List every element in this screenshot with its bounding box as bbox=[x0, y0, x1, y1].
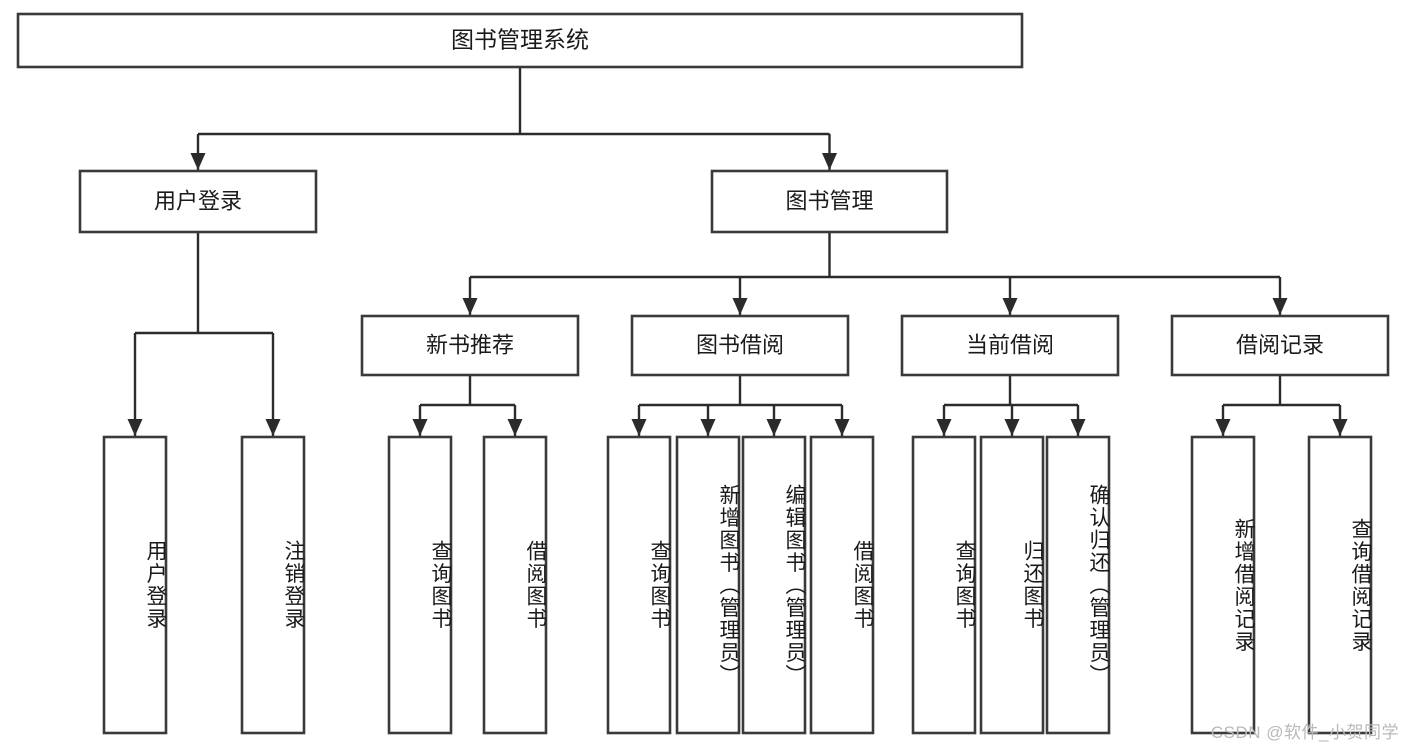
node-box-leaf-user-login[interactable] bbox=[102, 435, 168, 735]
arrow-leaf-borrow-book-2 bbox=[834, 419, 850, 436]
node-box-leaf-query-book-2[interactable] bbox=[606, 435, 672, 735]
node-box-book-manage[interactable] bbox=[710, 169, 949, 234]
node-box-user-login[interactable] bbox=[78, 169, 318, 234]
arrow-book-manage bbox=[822, 153, 837, 170]
node-box-layer bbox=[16, 12, 1390, 735]
arrow-leaf-add-record bbox=[1215, 419, 1231, 436]
arrow-leaf-borrow-book-1 bbox=[507, 419, 523, 436]
node-box-leaf-add-record[interactable] bbox=[1190, 435, 1256, 735]
arrow-leaf-user-logout bbox=[265, 419, 281, 436]
node-box-new-book-recommend[interactable] bbox=[360, 314, 580, 377]
node-label-book-manage: 图书管理 bbox=[785, 188, 873, 213]
node-box-leaf-return-book[interactable] bbox=[979, 435, 1045, 735]
arrow-leaf-return-book bbox=[1004, 419, 1020, 436]
arrow-book-borrow bbox=[732, 298, 748, 315]
arrow-user-login bbox=[190, 153, 206, 170]
watermark-text: CSDN @软件_小贺同学 bbox=[1210, 723, 1399, 742]
node-box-borrow-record[interactable] bbox=[1170, 314, 1390, 377]
node-label-root: 图书管理系统 bbox=[451, 27, 589, 53]
arrow-leaf-user-login bbox=[127, 419, 143, 436]
node-label-borrow-record: 借阅记录 bbox=[1236, 332, 1324, 357]
node-box-leaf-user-logout[interactable] bbox=[240, 435, 306, 735]
node-box-current-borrow[interactable] bbox=[900, 314, 1120, 377]
node-box-leaf-add-book[interactable] bbox=[675, 435, 741, 735]
arrow-leaf-confirm-return bbox=[1070, 419, 1086, 436]
arrow-leaf-query-book-3 bbox=[936, 419, 952, 436]
connector-layer bbox=[127, 67, 1348, 436]
arrow-leaf-query-record bbox=[1332, 419, 1348, 436]
arrow-leaf-query-book-2 bbox=[631, 419, 647, 436]
arrow-leaf-edit-book bbox=[766, 419, 782, 436]
node-box-leaf-confirm-return[interactable] bbox=[1045, 435, 1111, 735]
node-box-leaf-query-book-3[interactable] bbox=[911, 435, 977, 735]
node-label-user-login: 用户登录 bbox=[154, 188, 242, 213]
arrow-current-borrow bbox=[1002, 298, 1018, 315]
node-label-current-borrow: 当前借阅 bbox=[966, 332, 1054, 357]
node-box-root[interactable] bbox=[16, 12, 1024, 69]
node-box-book-borrow[interactable] bbox=[630, 314, 850, 377]
node-box-leaf-edit-book[interactable] bbox=[741, 435, 807, 735]
arrow-leaf-query-book-1 bbox=[412, 419, 428, 436]
arrow-leaf-add-book bbox=[700, 419, 716, 436]
node-label-new-book-recommend: 新书推荐 bbox=[426, 332, 514, 357]
node-box-leaf-query-record[interactable] bbox=[1307, 435, 1373, 735]
node-label-book-borrow: 图书借阅 bbox=[696, 332, 784, 357]
arrow-new-book-recommend bbox=[462, 298, 478, 315]
node-box-leaf-borrow-book-2[interactable] bbox=[809, 435, 875, 735]
arrow-borrow-record bbox=[1272, 298, 1288, 315]
node-box-leaf-borrow-book-1[interactable] bbox=[482, 435, 548, 735]
node-box-leaf-query-book-1[interactable] bbox=[387, 435, 453, 735]
